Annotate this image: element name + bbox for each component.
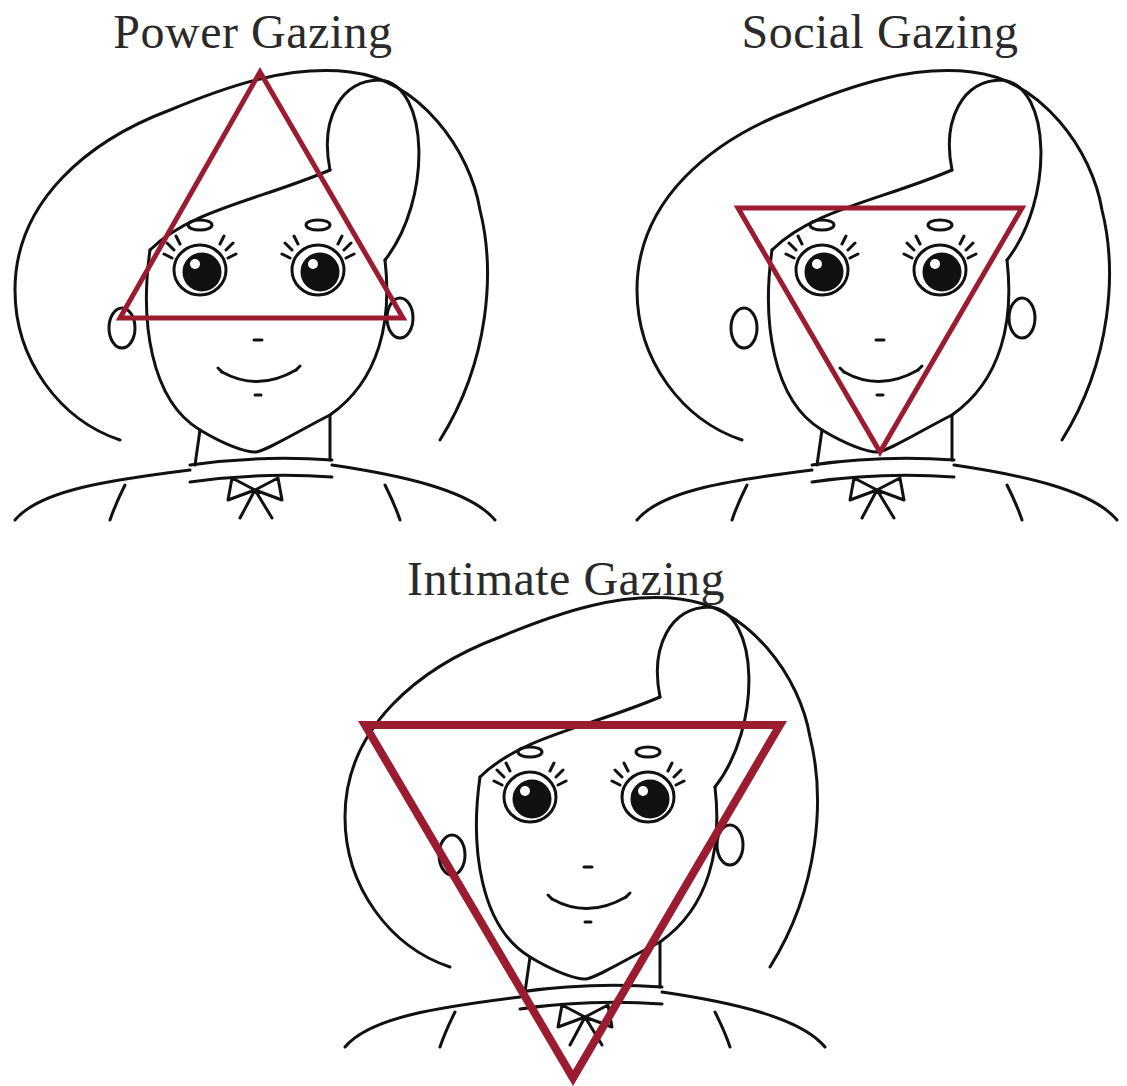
heading-wrap: Intimate Gazing [407, 553, 725, 606]
gaze-heading: Power Gazing [113, 5, 392, 58]
heading-wrap: Social Gazing [741, 6, 1018, 59]
face-illustration [15, 71, 495, 520]
gaze-triangle [738, 208, 1022, 452]
gaze-heading: Intimate Gazing [407, 552, 725, 605]
heading-wrap: Power Gazing [113, 6, 392, 59]
face-illustration [345, 598, 825, 1047]
gaze-triangle [365, 725, 780, 1078]
gaze-heading: Social Gazing [741, 5, 1018, 58]
gaze-triangle [120, 72, 403, 318]
face-illustration [637, 71, 1117, 520]
